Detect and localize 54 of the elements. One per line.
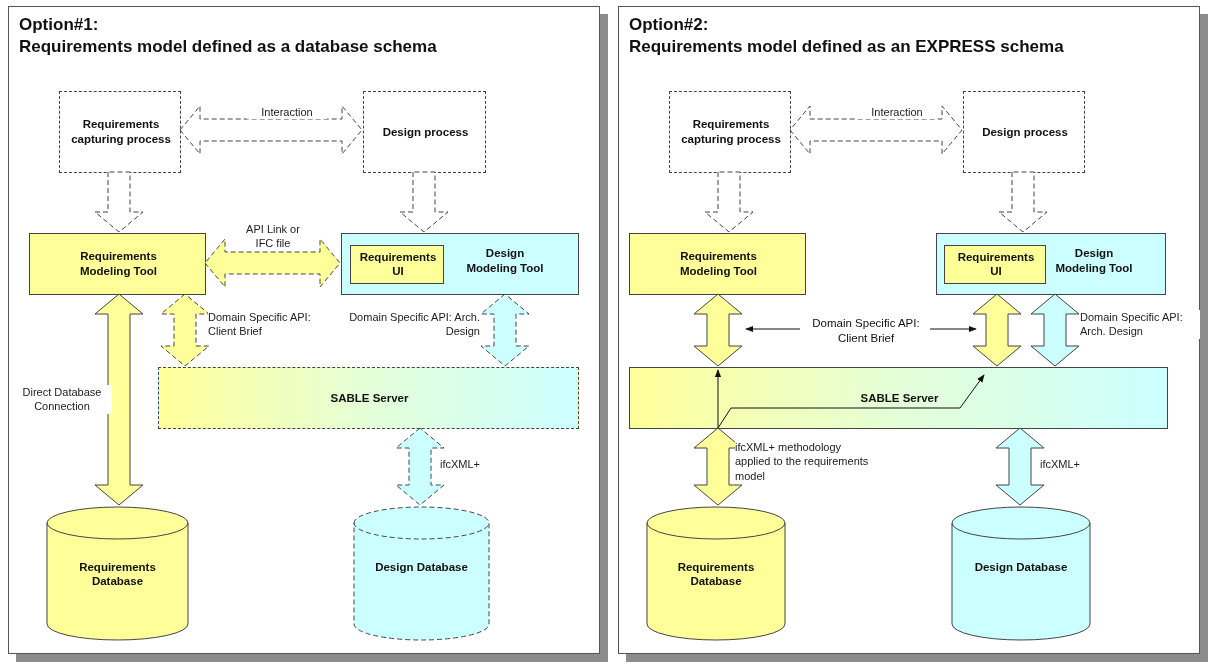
node-label: Requirements Modeling Tool xyxy=(78,249,159,279)
tool-box xyxy=(629,233,806,295)
block-arrow xyxy=(789,105,963,155)
block-arrow xyxy=(94,171,144,233)
block-arrow xyxy=(995,427,1045,506)
process-box xyxy=(669,91,791,173)
node-label: Design Database xyxy=(973,559,1069,575)
node-label: SABLE Server xyxy=(859,390,940,406)
node-label: Design Database xyxy=(374,559,469,575)
node-label: Design Modeling Tool xyxy=(465,246,545,276)
process-box xyxy=(59,91,181,173)
edge-label: Interaction xyxy=(857,105,937,120)
annotation-text: Domain Specific API: Client Brief xyxy=(811,316,921,346)
edge-label: Domain Specific API: Arch. Design xyxy=(1080,310,1200,339)
block-arrow xyxy=(1030,293,1080,367)
panel-label: Option#1: xyxy=(19,15,99,35)
tool-box xyxy=(29,233,206,295)
node-label: Requirements Database xyxy=(78,559,157,590)
ui-box xyxy=(350,245,444,284)
node-label: Requirements Database xyxy=(676,559,756,590)
tool-box xyxy=(341,233,579,295)
panel-title: Requirements model defined as an EXPRESS schema xyxy=(629,37,1064,57)
node-label: Requirements UI xyxy=(358,249,438,280)
node-label: Design process xyxy=(981,124,1069,140)
node-label: Requirements capturing process xyxy=(680,117,782,147)
arrow xyxy=(745,325,801,333)
ui-box xyxy=(944,245,1046,284)
block-arrow xyxy=(160,293,210,367)
edge-label: Interaction xyxy=(247,105,327,120)
block-arrow xyxy=(693,427,743,506)
block-arrow xyxy=(972,293,1022,367)
node-label: Requirements Modeling Tool xyxy=(678,249,759,279)
panel-title: Requirements model defined as a database schema xyxy=(19,37,437,57)
arrow xyxy=(929,325,977,333)
block-arrow xyxy=(179,105,363,155)
node-label: Requirements UI xyxy=(956,249,1036,280)
node-label: Design process xyxy=(381,124,470,140)
tool-box xyxy=(936,233,1166,295)
node-label: Requirements capturing process xyxy=(70,117,172,147)
block-arrow xyxy=(998,171,1048,233)
process-box xyxy=(363,91,486,173)
block-arrow xyxy=(395,427,445,506)
server-bar xyxy=(629,367,1168,429)
server-bar xyxy=(158,367,579,429)
block-arrow xyxy=(204,238,341,288)
node-label: SABLE Server xyxy=(329,390,410,406)
process-box xyxy=(963,91,1085,173)
node-label: Design Modeling Tool xyxy=(1054,246,1134,276)
block-arrow xyxy=(480,293,530,367)
block-arrow xyxy=(399,171,449,233)
panel-label: Option#2: xyxy=(629,15,709,35)
block-arrow xyxy=(704,171,754,233)
block-arrow xyxy=(94,293,144,506)
block-arrow xyxy=(693,293,743,367)
